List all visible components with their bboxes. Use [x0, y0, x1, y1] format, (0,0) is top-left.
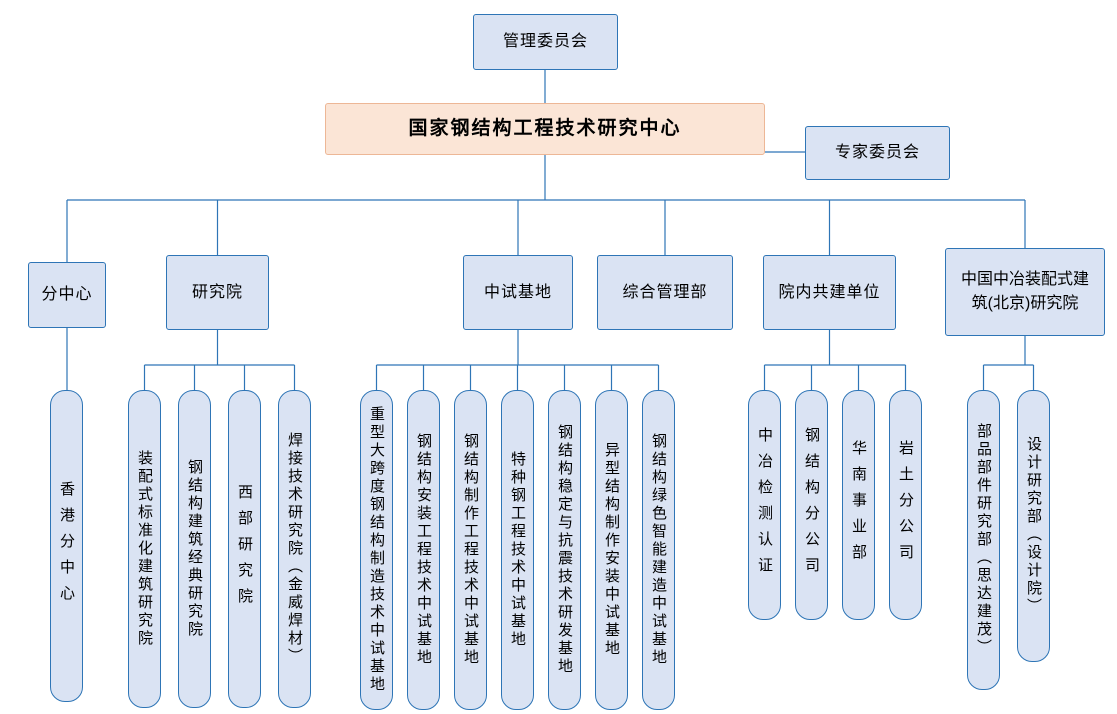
leaf-steel-building-classic-institute: 钢结构建筑经典研究院 — [178, 390, 211, 708]
leaf-western-institute: 西部研究院 — [228, 390, 261, 708]
branch-general-management: 综合管理部 — [597, 255, 733, 330]
leaf-fabrication-engineering-base: 钢结构制作工程技术中试基地 — [454, 390, 487, 710]
leaf-installation-engineering-base: 钢结构安装工程技术中试基地 — [407, 390, 440, 710]
branch-pilot-base: 中试基地 — [463, 255, 573, 330]
branch-research-institute: 研究院 — [166, 255, 269, 330]
leaf-green-smart-construction-base: 钢结构绿色智能建造中试基地 — [642, 390, 675, 710]
leaf-parts-components-research-dept: 部品部件研究部（思达建茂） — [967, 390, 1000, 690]
leaf-heavy-longspan-fabrication-base: 重型大跨度钢结构制造技术中试基地 — [360, 390, 393, 710]
node-management-committee: 管理委员会 — [473, 14, 618, 70]
node-expert-committee: 专家委员会 — [805, 126, 950, 180]
leaf-welding-technology-institute: 焊接技术研究院（金威焊材） — [278, 390, 311, 708]
leaf-mcc-inspection-certification: 中冶检测认证 — [748, 390, 781, 620]
leaf-special-shaped-structure-base: 异型结构制作安装中试基地 — [595, 390, 628, 710]
branch-mcc-beijing-institute: 中国中冶装配式建筑(北京)研究院 — [945, 248, 1105, 336]
leaf-stability-seismic-base: 钢结构稳定与抗震技术研发基地 — [548, 390, 581, 710]
leaf-prefab-standardization-institute: 装配式标准化建筑研究院 — [128, 390, 161, 708]
leaf-south-china-division: 华南事业部 — [842, 390, 875, 620]
branch-co-built-units: 院内共建单位 — [763, 255, 896, 330]
node-national-steel-center: 国家钢结构工程技术研究中心 — [325, 103, 765, 155]
leaf-special-steel-base: 特种钢工程技术中试基地 — [501, 390, 534, 710]
leaf-geotechnical-branch: 岩土分公司 — [889, 390, 922, 620]
leaf-steel-structure-branch: 钢结构分公司 — [795, 390, 828, 620]
leaf-design-research-dept: 设计研究部（设计院） — [1017, 390, 1050, 662]
leaf-hongkong-sub-center: 香港分中心 — [50, 390, 83, 702]
branch-sub-center: 分中心 — [28, 262, 106, 328]
